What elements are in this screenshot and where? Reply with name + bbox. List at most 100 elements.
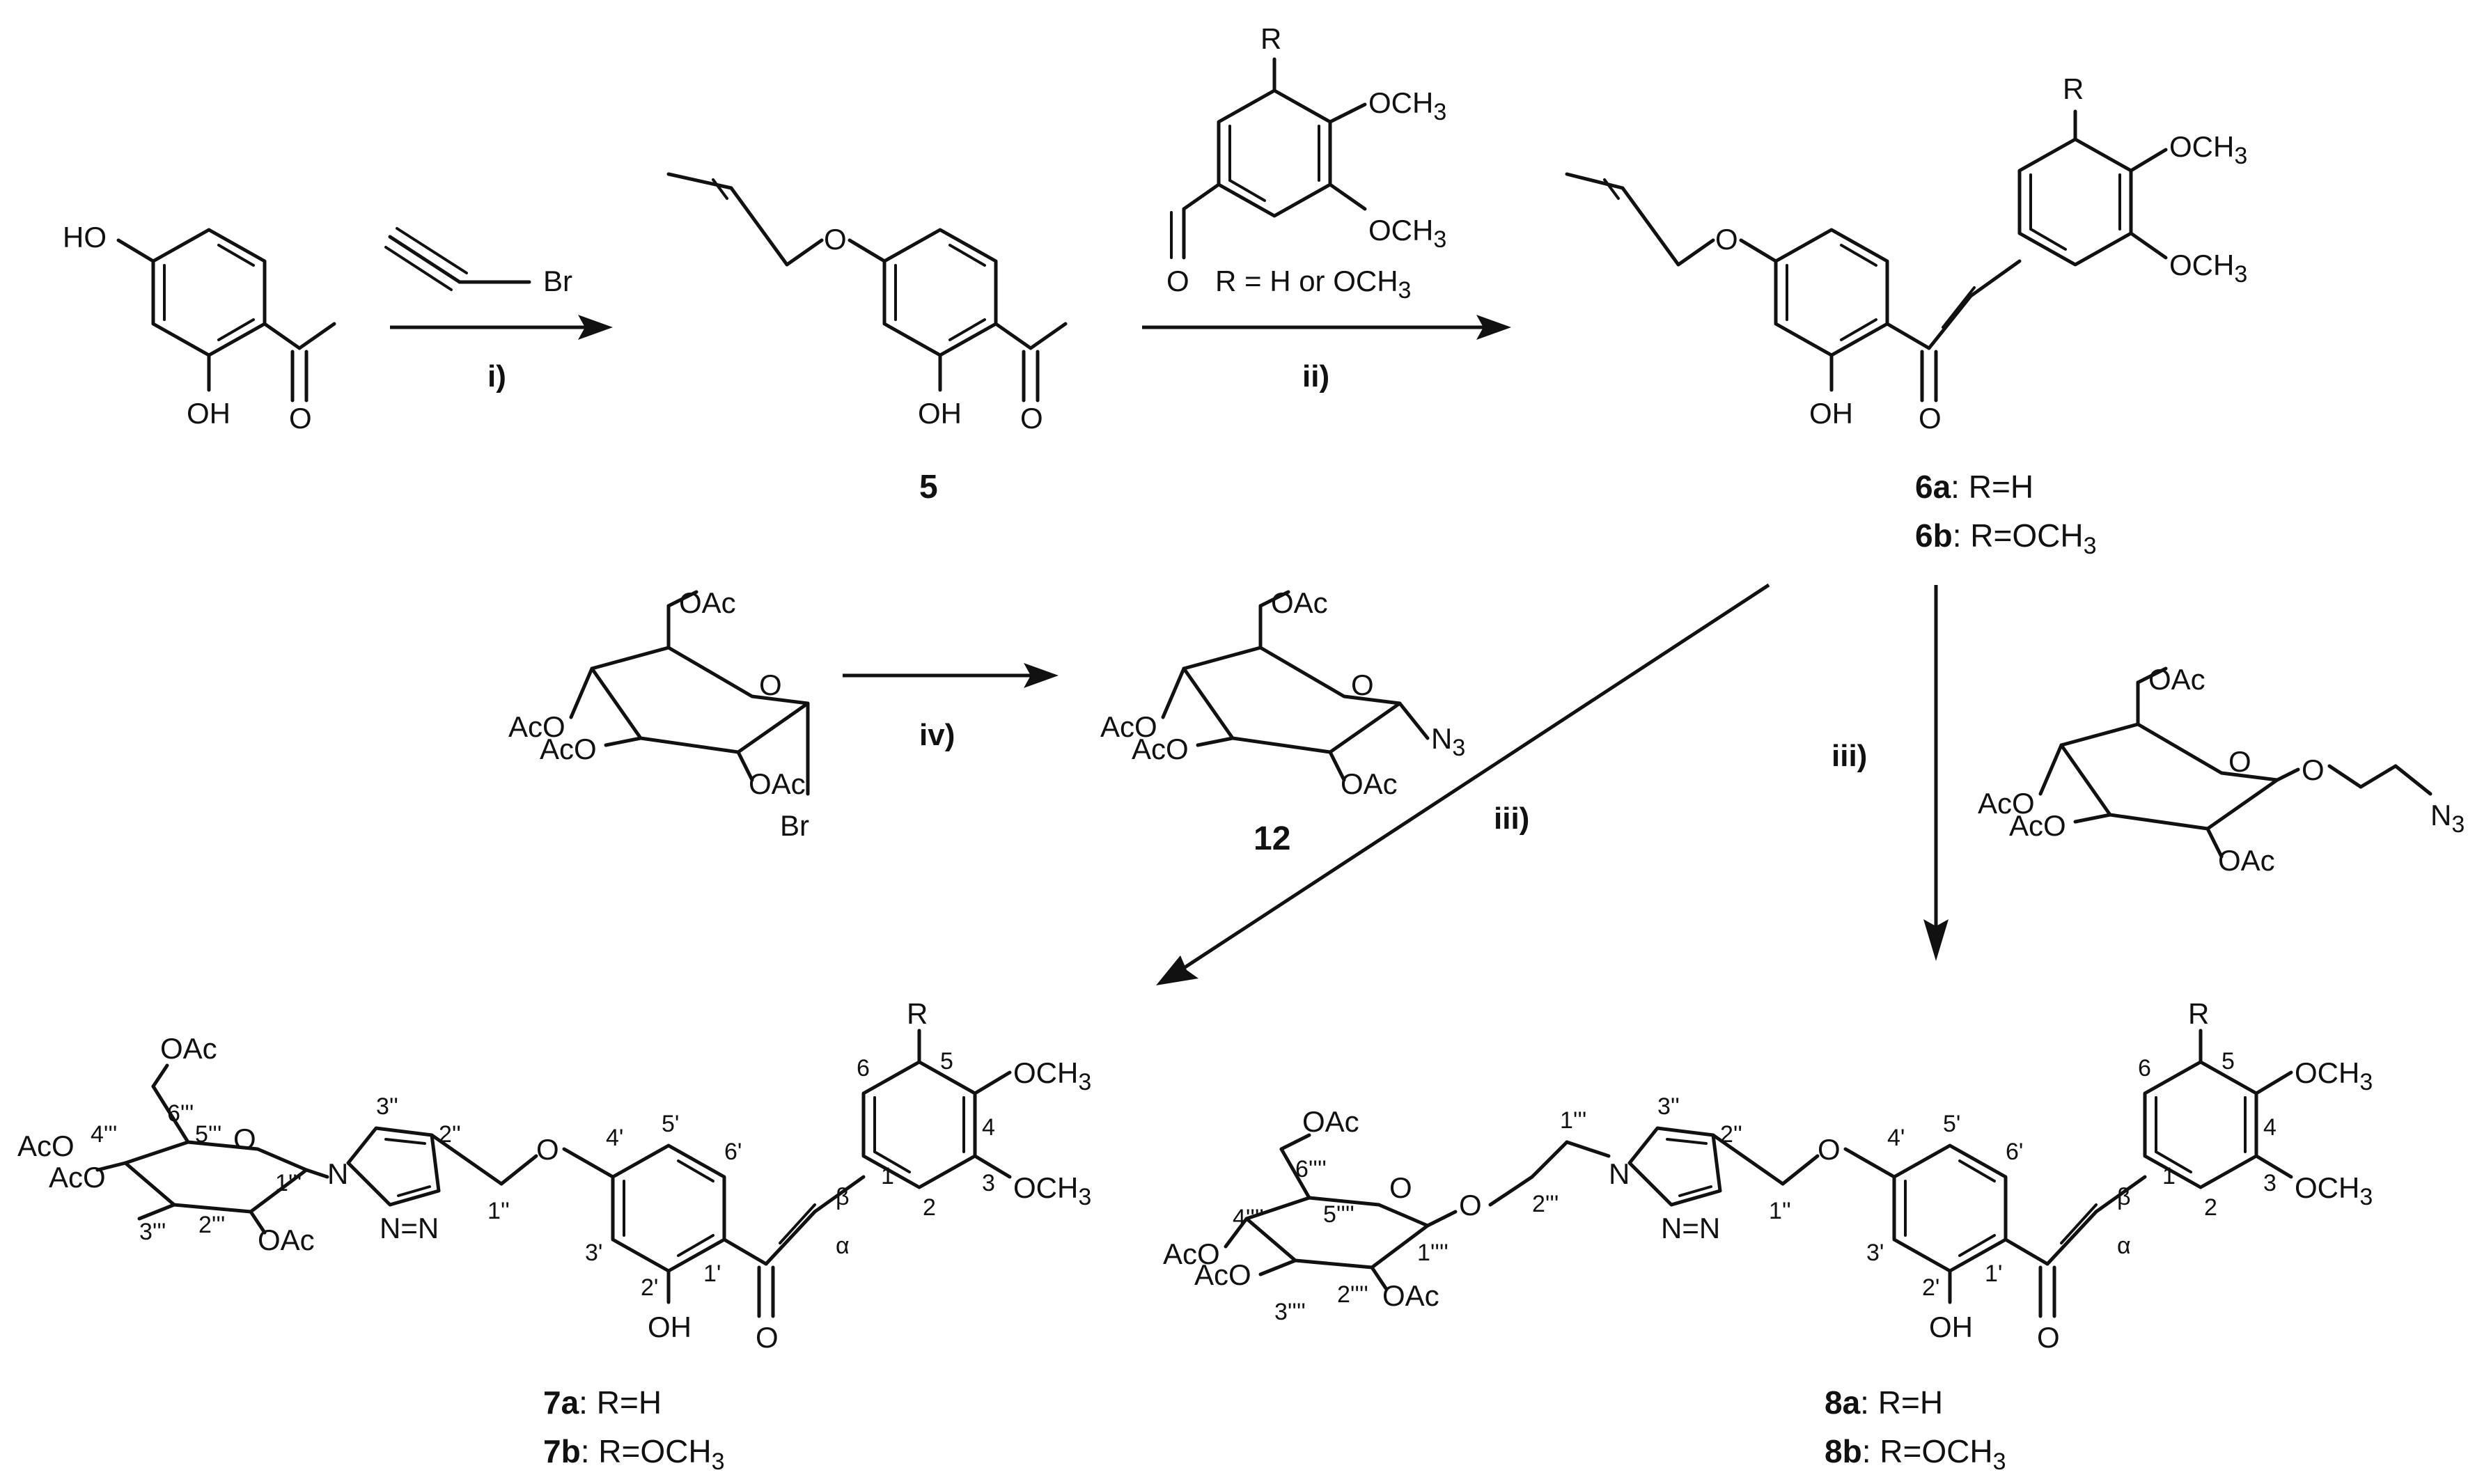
position-label: 3' [585,1240,602,1266]
acetoxy-label: OAc [1341,767,1398,800]
alpha-label: α [836,1233,850,1259]
ether-oxygen: O [824,223,847,256]
position-label: 1' [703,1260,721,1287]
position-label: 4' [1887,1125,1905,1151]
acetoxy-label: AcO [1163,1237,1220,1270]
condition-ii: ii) [1302,359,1329,393]
position-label: 1 [2162,1163,2176,1189]
compound-label-7b: 7b: R=OCH3 [543,1433,724,1475]
position-label: 6 [857,1055,870,1081]
methoxy-label: OCH3 [2169,130,2247,169]
position-label: 3''' [139,1219,166,1245]
acetoxy-label: OAc [1271,586,1328,619]
position-label: 3'''' [1274,1299,1306,1325]
position-label: 3'' [376,1093,398,1120]
position-label: 3 [2263,1170,2277,1196]
hydroxyl-label: OH [648,1311,692,1343]
compound-label-8a: 8a: R=H [1825,1384,1943,1421]
position-label: 4'''' [1233,1205,1264,1231]
carbonyl-oxygen: O [289,402,312,435]
position-label: 5 [940,1048,953,1075]
hydroxyl-label: OH [918,397,962,430]
position-label: 5''' [195,1121,221,1148]
r-group: R [2188,997,2209,1030]
position-label: 5' [662,1111,679,1137]
reaction-arrow-iii-right: iii) [1832,585,1949,961]
position-label: 6'''' [1295,1156,1327,1182]
methoxy-label: OCH3 [1013,1056,1091,1095]
position-label: 2'''' [1337,1281,1368,1308]
acetoxy-label: AcO [508,710,565,743]
reaction-arrow-i: i) [390,315,613,393]
compound-6: O OH O R OCH3 OCH3 6a: R=H 6b: R=OCH3 [1565,72,2247,559]
acetoxy-label: AcO [49,1161,106,1194]
position-label: 1 [881,1163,894,1189]
methoxy-label: OCH3 [1013,1171,1091,1210]
acetoxy-label: OAc [2148,663,2205,696]
condition-iii: iii) [1832,739,1867,773]
product-7: OAc O AcO AcO OAc 6''' 4''' 5''' 3''' 2'… [17,997,1091,1475]
alpha-label: α [2117,1233,2131,1259]
acetoxy-label: OAc [258,1224,315,1256]
bromine-label: Br [543,265,572,297]
ether-oxygen: O [1818,1133,1841,1166]
position-label: 1'' [487,1198,510,1224]
compound-label-8b: 8b: R=OCH3 [1825,1433,2006,1475]
position-label: 6''' [167,1100,194,1127]
compound-label-12: 12 [1254,820,1290,857]
hydroxyl-label: HO [63,221,107,253]
acetoxy-label: AcO [1194,1258,1251,1291]
position-label: 1'''' [1417,1240,1448,1266]
position-label: 3'' [1657,1093,1680,1120]
triazole-nitrogen: N=N [380,1212,439,1244]
position-label: 3 [982,1170,995,1196]
beta-label: β [836,1184,850,1210]
position-label: 3' [1866,1240,1884,1266]
reaction-arrow-iv: iv) [843,663,1059,752]
compound-5: O OH O 5 [666,172,1068,506]
position-label: 4''' [91,1121,117,1148]
azide-label: N3 [1431,722,1465,761]
condition-i: i) [487,359,506,393]
ether-oxygen: O [1459,1189,1482,1221]
methoxy-label: OCH3 [2295,1171,2373,1210]
acetoxy-label: AcO [1978,787,2035,820]
carbonyl-oxygen: O [2037,1321,2060,1354]
position-label: 2 [2204,1194,2217,1221]
glycosyl-bromide: OAc O AcO AcO OAc Br [508,586,810,842]
position-label: 6 [2138,1055,2151,1081]
reaction-arrow-ii: ii) [1142,315,1511,393]
position-label: 2''' [198,1212,225,1238]
product-8: OAc O AcO AcO OAc 6'''' 4'''' 5'''' 3'''… [1163,997,2373,1475]
condition-iv: iv) [919,718,955,752]
ether-oxygen: O [536,1133,559,1166]
methoxy-label: OCH3 [2169,249,2247,288]
ether-oxygen: O [2302,753,2325,786]
propargyl-bromide: Br [384,227,572,297]
hydroxyl-label: OH [187,397,231,430]
r-group: R [1260,22,1281,55]
position-label: 5 [2221,1048,2235,1075]
benzaldehyde-reagent: R OCH3 OCH3 O R = H or OCH3 [1166,22,1446,304]
hydroxyl-label: OH [1809,397,1853,430]
position-label: 5'''' [1323,1201,1354,1228]
methoxy-label: OCH3 [2295,1056,2373,1095]
ring-oxygen: O [233,1123,256,1155]
compound-label-5: 5 [919,469,938,506]
carbonyl-oxygen: O [756,1321,779,1354]
azidoethyl-glucoside: OAc O O AcO AcO OAc N3 [1978,663,2465,877]
position-label: 1' [1985,1260,2002,1287]
ether-oxygen: O [1715,223,1738,256]
position-label: 2''' [1532,1191,1559,1217]
position-label: 1''' [275,1170,302,1196]
condition-iii: iii) [1494,802,1529,836]
position-label: 6' [2006,1139,2023,1165]
hydroxyl-label: OH [1929,1311,1973,1343]
methoxy-label: OCH3 [1368,86,1446,125]
beta-label: β [2117,1184,2131,1210]
position-label: 2' [641,1274,658,1301]
r-group: R [907,997,928,1030]
position-label: 4' [606,1125,623,1151]
position-label: 4 [2263,1114,2277,1141]
triazole-nitrogen: N [1609,1157,1630,1190]
